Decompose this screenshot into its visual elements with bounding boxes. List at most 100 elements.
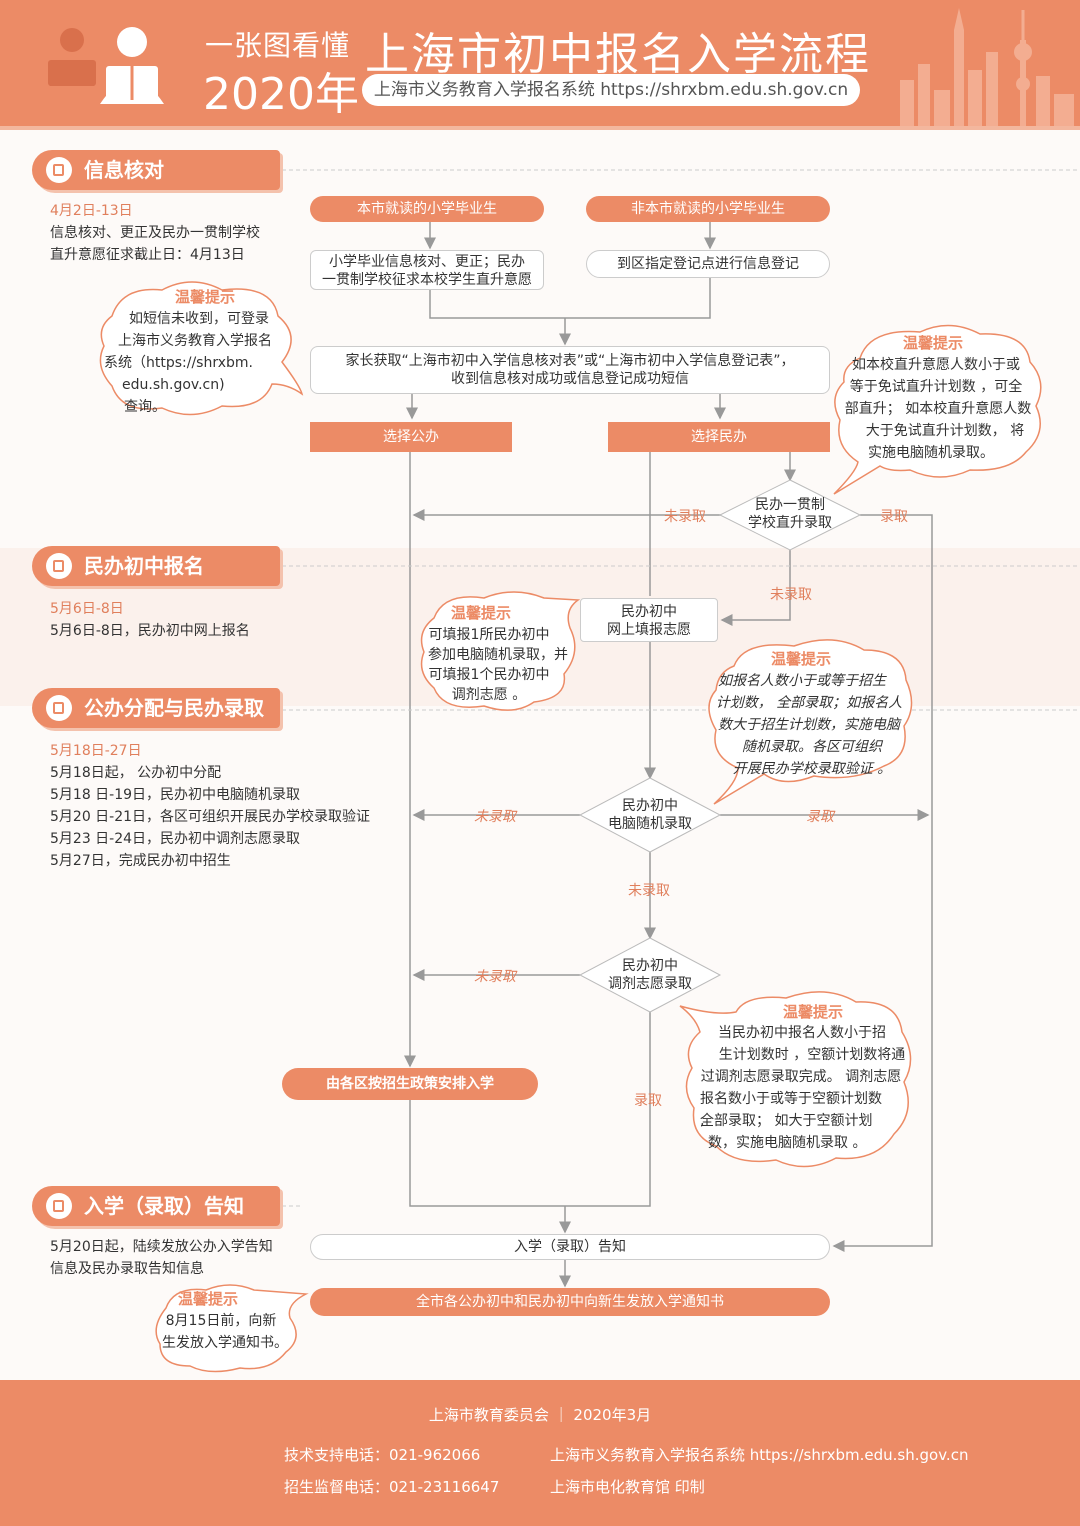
- local-graduate-box: 本市就读的小学毕业生: [310, 196, 544, 222]
- not-admitted-label-4: 未录取: [628, 883, 670, 899]
- footer-supervise-phone: 招生监督电话：021-23116647: [284, 1478, 500, 1496]
- tip3-line-2: 参加电脑随机录取，并: [428, 647, 568, 663]
- choose-public-box: 选择公办: [310, 422, 512, 452]
- diamond-computer-admit: [578, 777, 722, 853]
- section4-line-2: 信息及民办录取告知信息: [50, 1261, 204, 1277]
- tip5-line-3: 过调剂志愿录取完成。 调剂志愿: [700, 1069, 902, 1085]
- diamond-direct-admit: [718, 479, 862, 551]
- edit-icon: [46, 553, 72, 579]
- tip4-line-5: 开展民办学校录取验证 。: [732, 761, 892, 777]
- nonlocal-graduate-box: 非本市就读的小学毕业生: [586, 196, 830, 222]
- section3-line-5: 5月27日，完成民办初中招生: [50, 853, 231, 869]
- tip-cloud-2: [833, 324, 1042, 495]
- section-tab-admission-notice: 入学（录取）告知: [32, 1186, 280, 1226]
- tip2-line-1: 如本校直升意愿人数小于或: [852, 357, 1020, 373]
- tip2-heading: 温馨提示: [902, 334, 963, 352]
- tip5-line-2: 生计划数时 ，空额计划数将通: [718, 1047, 906, 1063]
- section3-line-3: 5月20 日-21日，各区可组织开展民办学校录取验证: [50, 809, 371, 825]
- admitted-label-2: 录取: [806, 809, 834, 825]
- tip6-heading: 温馨提示: [177, 1290, 238, 1308]
- edit-icon: [46, 157, 72, 183]
- section1-line-1: 信息核对、更正及民办一贯制学校: [50, 225, 260, 241]
- section3-line-2: 5月18 日-19日，民办初中电脑随机录取: [50, 787, 301, 803]
- tip-cloud-6: [155, 1284, 309, 1373]
- tip2-line-5: 实施电脑随机录取。: [868, 445, 994, 461]
- tip5-line-4: 报名数小于或等于空额计划数 ,: [700, 1091, 882, 1129]
- tip5-line-1: 当民办初中报名人数小于招: [718, 1025, 886, 1041]
- tip1-line-4: edu.sh.gov.cn): [122, 377, 225, 393]
- section1-date: 4月2日-13日: [50, 203, 133, 219]
- tip1-heading: 温馨提示: [174, 288, 235, 306]
- footer-tech-phone: 技术支持电话：021-962066: [284, 1446, 481, 1464]
- not-admitted-label-3: 未录取: [474, 809, 516, 825]
- tip3-line-3: 可填报1个民办初中: [428, 667, 550, 683]
- district-arrange-box: 由各区按招生政策安排入学: [282, 1068, 538, 1100]
- local-check-box: 小学毕业信息核对、更正；民办 一贯制学校征求本校学生直升意愿: [310, 250, 544, 290]
- section3-line-1: 5月18日起， 公办初中分配: [50, 765, 222, 781]
- section2-date: 5月6日-8日: [50, 601, 124, 617]
- tip-cloud-1: [99, 281, 304, 416]
- tip4-line-2: 计划数， 全部录取；如报名人: [715, 695, 903, 711]
- tip3-heading: 温馨提示: [450, 604, 511, 622]
- tip4-line-1: 如报名人数小于或等于招生: [718, 673, 886, 689]
- footer-printer: 上海市电化教育馆 印制: [550, 1478, 705, 1496]
- tip-cloud-4: [708, 639, 913, 805]
- section-tab-info-check: 信息核对: [32, 150, 280, 190]
- system-url-link[interactable]: 上海市义务教育入学报名系统 https://shrxbm.edu.sh.gov.…: [362, 74, 860, 106]
- tip1-line-3: 系统（https://shrxbm.: [104, 355, 253, 371]
- diamond-adjust-admit: [578, 937, 722, 1013]
- section2-line-1: 5月6日-8日，民办初中网上报名: [50, 623, 250, 639]
- city-skyline-icon: [900, 8, 1074, 126]
- tip4-heading: 温馨提示: [770, 650, 831, 668]
- online-apply-box: 民办初中 网上填报志愿: [580, 598, 718, 642]
- tip1-line-1: 如短信未收到，可登录: [129, 311, 269, 327]
- tip2-line-2: 等于免试直升计划数 ，可全: [849, 379, 1023, 395]
- header-year: 2020年: [203, 69, 359, 120]
- edit-icon: [46, 1193, 72, 1219]
- edit-icon: [46, 695, 72, 721]
- adjust-admit-label: 民办初中 调剂志愿录取: [608, 958, 692, 992]
- tip6-line-2: 生发放入学通知书。: [162, 1335, 288, 1351]
- footer-org: 上海市教育委员会 ｜ 2020年3月: [428, 1406, 652, 1424]
- admitted-label-3: 录取: [634, 1093, 662, 1109]
- tip3-line-4: 调剂志愿 。: [451, 687, 527, 703]
- computer-admit-label: 民办初中 电脑随机录取: [608, 798, 692, 832]
- tip4-line-3: 数大于招生计划数，实施电脑: [718, 717, 900, 733]
- tip1-line-5: 查询。: [124, 399, 166, 415]
- footer-system-link[interactable]: 上海市义务教育入学报名系统 https://shrxbm.edu.sh.gov.…: [550, 1446, 969, 1464]
- section4-line-1: 5月20日起，陆续发放公办入学告知: [50, 1239, 273, 1255]
- tip2-line-4: 大于免试直升计划数， 将: [865, 423, 1025, 439]
- section-tab-public-private-admit: 公办分配与民办录取: [32, 688, 280, 728]
- tip3-line-1: 可填报1所民办初中: [428, 627, 550, 643]
- section1-line-2: 直升意愿征求截止日：4月13日: [50, 247, 245, 263]
- tip5-line-6: 数，实施电脑随机录取 。: [708, 1135, 867, 1151]
- admission-notice-box: 入学（录取）告知: [310, 1234, 830, 1260]
- page-title: 上海市初中报名入学流程: [365, 29, 871, 80]
- footer: 上海市教育委员会 ｜ 2020年3月 技术支持电话：021-962066 招生监…: [0, 1380, 1080, 1526]
- reading-people-icon: [48, 27, 164, 104]
- header: 一张图看懂 2020年 上海市初中报名入学流程 上海市义务教育入学报名系统 ht…: [0, 0, 1080, 126]
- direct-admit-label: 民办一贯制 学校直升录取: [748, 497, 832, 531]
- parent-receive-box: 家长获取“上海市初中入学信息核对表”或“上海市初中入学信息登记表”， 收到信息核…: [310, 346, 830, 394]
- final-notice-box: 全市各公办初中和民办初中向新生发放入学通知书: [310, 1288, 830, 1316]
- section3-line-4: 5月23 日-24日，民办初中调剂志愿录取: [50, 831, 301, 847]
- section3-date: 5月18日-27日: [50, 743, 142, 759]
- tip6-line-1: 8月15日前，向新: [165, 1313, 277, 1329]
- tip-cloud-3: [420, 591, 581, 711]
- choose-private-box: 选择民办: [608, 422, 830, 452]
- header-divider: [0, 126, 1080, 130]
- tip5-heading: 温馨提示: [782, 1003, 843, 1021]
- admitted-label-1: 录取: [880, 509, 908, 525]
- tip4-line-4: 随机录取。各区可组织: [742, 739, 882, 755]
- nonlocal-register-box: 到区指定登记点进行信息登记: [586, 250, 830, 278]
- not-admitted-label-5: 未录取: [474, 969, 516, 985]
- not-admitted-label-2: 未录取: [770, 587, 812, 603]
- header-subtitle: 一张图看懂: [205, 29, 351, 62]
- tip5-line-5: 全部录取； 如大于空额计划: [700, 1113, 873, 1129]
- not-admitted-label-1: 未录取: [664, 509, 706, 525]
- tip1-line-2: 上海市义务教育入学报名: [118, 333, 272, 349]
- tip-cloud-5: [679, 991, 912, 1168]
- section-tab-private-apply: 民办初中报名: [32, 546, 280, 586]
- tip2-line-3: 部直升； 如本校直升意愿人数: [844, 401, 1032, 417]
